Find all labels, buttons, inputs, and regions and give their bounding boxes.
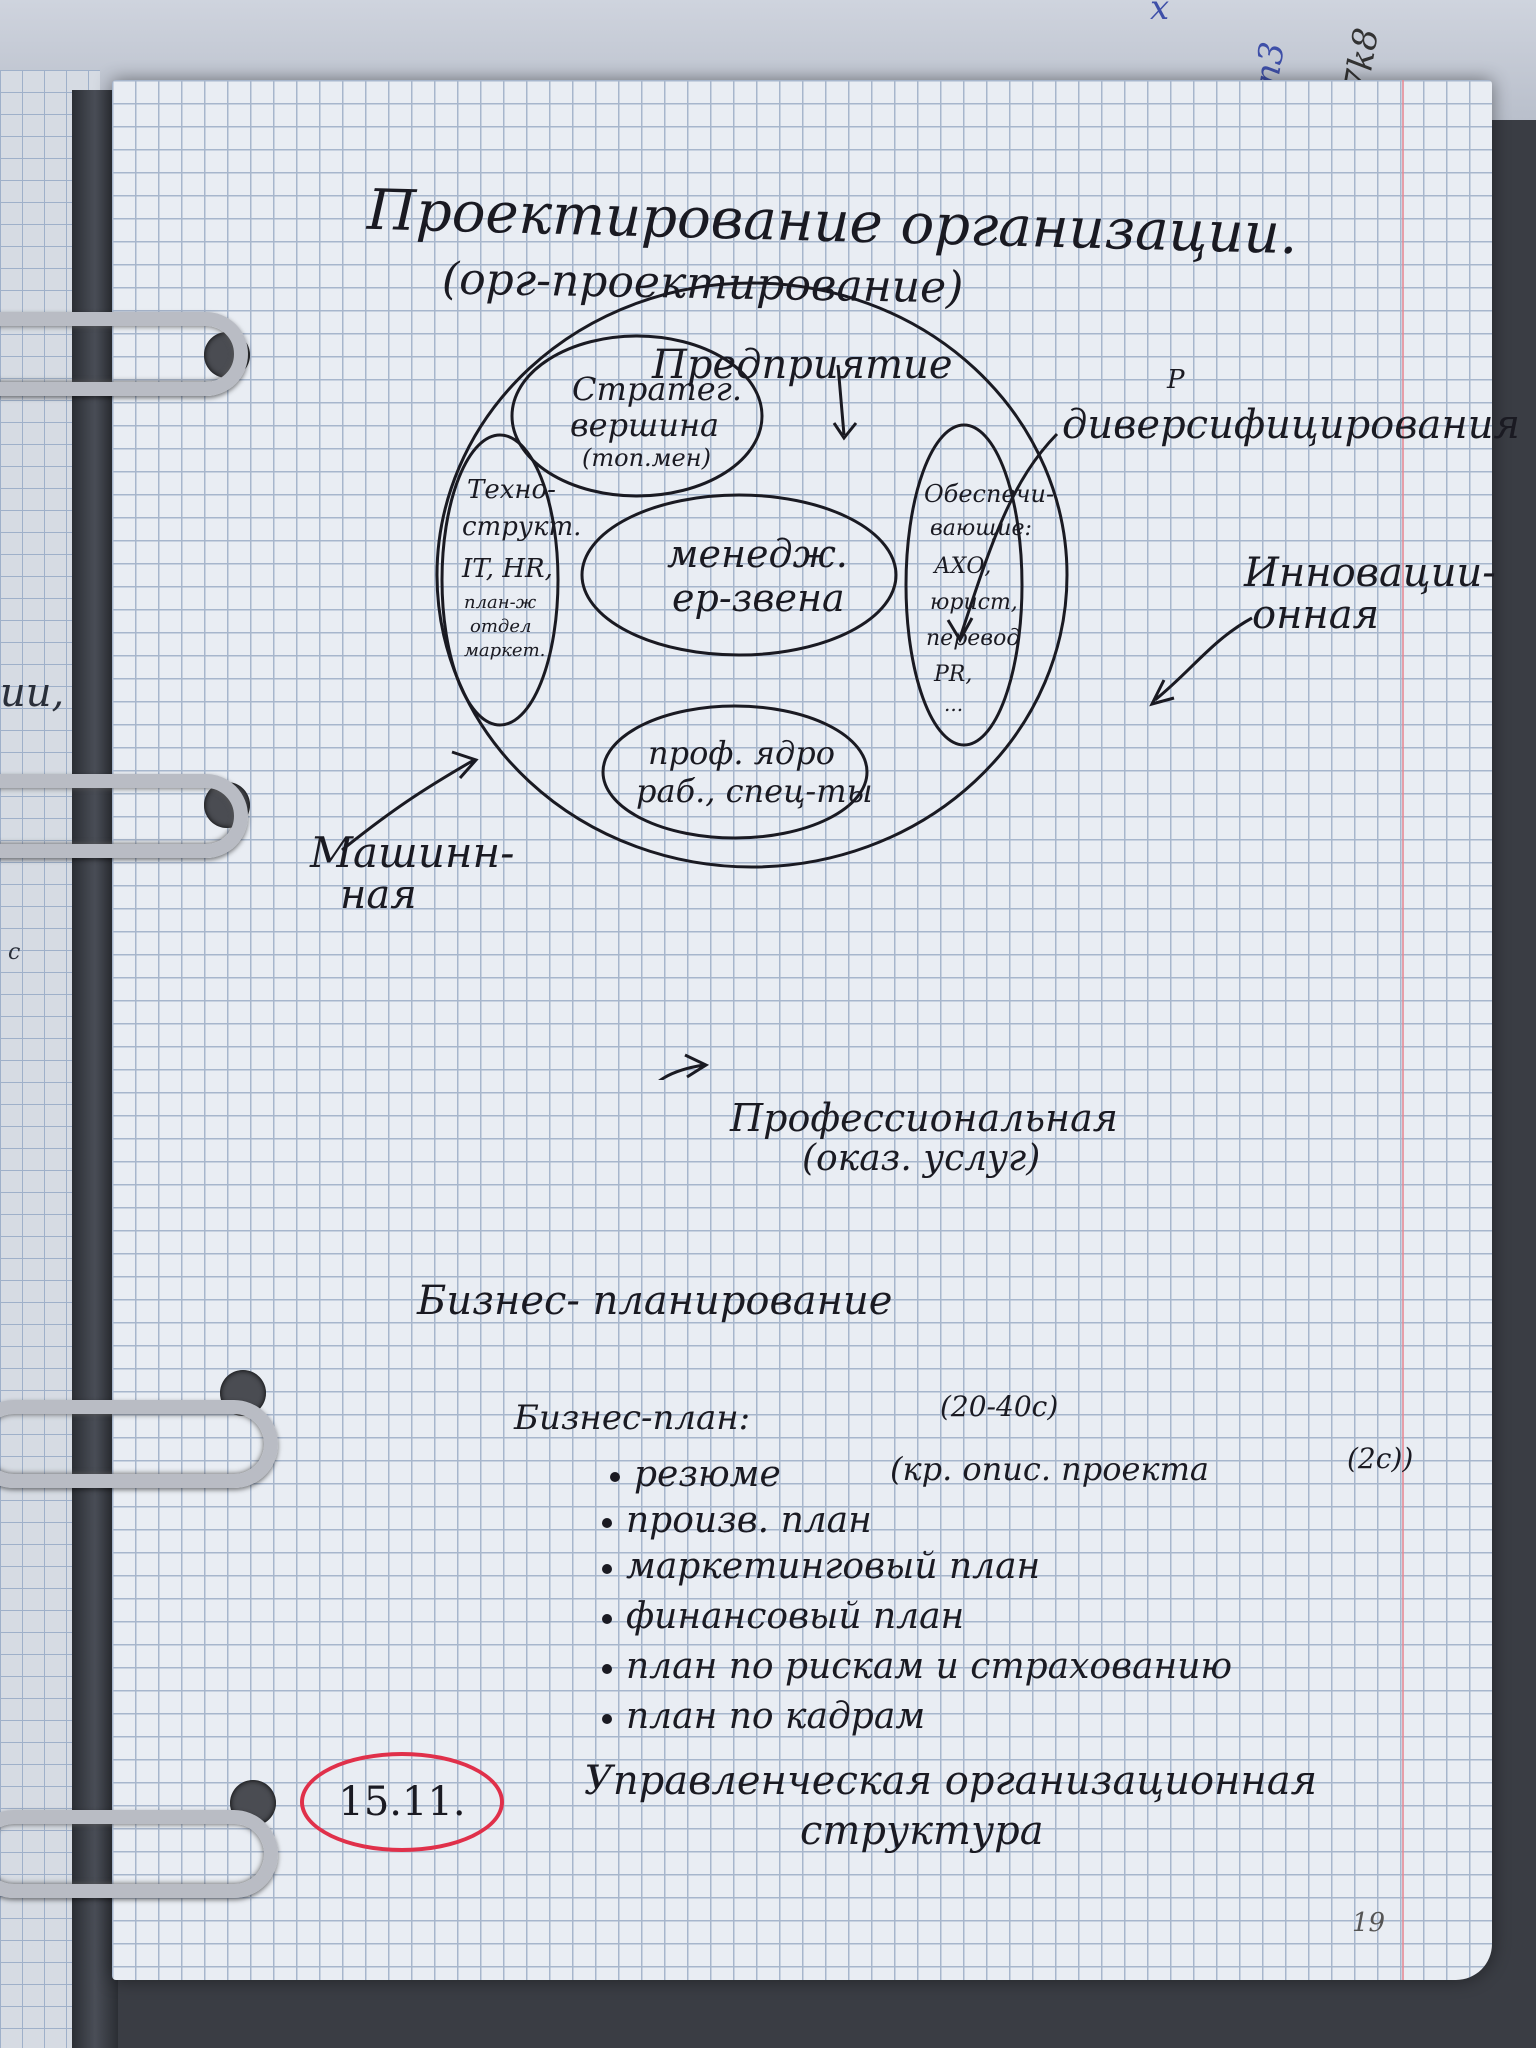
arrow-professional [658,1053,710,1080]
label-diversified: диверсифицирования [1062,402,1520,448]
right-node-text-6: PR, [934,662,973,687]
label-innovative-2: онная [1252,592,1380,638]
business-plan-heading: Бизнес-план: [514,1398,751,1438]
plan-item: маркетинговый план [602,1546,1040,1587]
bullet-icon [610,1472,620,1482]
plan-item-text: резюме [634,1454,781,1495]
label-enterprise: Предприятие [652,342,953,388]
plan-item-note-2: (2с)) [1347,1442,1414,1475]
date-badge: 15.11. [300,1752,504,1852]
bullet-icon [602,1614,612,1624]
label-machine-1: Машинн- [310,828,515,877]
right-node-text-2: вающие: [930,516,1032,541]
footer-heading-line-1: Управленческая организационная [584,1758,1318,1804]
plan-item: план по кадрам [602,1696,925,1737]
operating-core-node [601,704,869,840]
date-text: 15.11. [338,1779,466,1825]
bullet-icon [602,1564,612,1574]
plan-item: план по рискам и страхованию [602,1646,1232,1687]
left-node-text-4: план-ж [464,592,537,613]
left-node-text-1: Техно- [467,475,556,505]
right-node-text-7: ... [944,692,964,716]
binder-ring [0,312,248,396]
left-node-text-3: IT, HR, [462,554,553,584]
plan-item-text: план по кадрам [626,1696,926,1737]
plan-item: произв. план [602,1500,872,1541]
middle-line-node [580,493,898,657]
notebook-page: Проектирование организации. (орг-проекти… [112,80,1520,1980]
plan-item: финансовый план [602,1596,964,1637]
page-margin-line [1402,80,1404,1980]
left-page-fragment: ии, [0,670,65,716]
binder-spine [72,90,118,2048]
organization-outer-circle [435,281,1069,869]
strategic-apex-node [510,334,764,498]
arrow-machine [341,750,479,852]
left-page-fragment: с [8,940,21,965]
center-node-text-1: менедж. [667,532,848,576]
plan-item: резюме [610,1454,781,1495]
bottom-node-text-1: проф. ядро [648,734,835,772]
arrow-innovative [1149,616,1253,707]
label-machine-2: ная [340,872,417,918]
left-node-text-6: маркет. [464,640,546,661]
top-node-text-1: Стратег. [572,370,743,408]
business-plan-pages-note: (20-40с) [940,1390,1059,1423]
right-node-text-1: Обеспечи- [924,480,1055,508]
right-node-text-4: юрист, [930,590,1018,615]
top-node-text-3: (топ.мен) [582,444,711,472]
label-diversified-marker: P [1167,365,1185,395]
right-node-text-3: АХО, [934,554,992,579]
binder-ring [0,774,248,858]
bullet-icon [602,1664,612,1674]
bullet-icon [602,1714,612,1724]
top-node-text-2: вершина [570,406,720,444]
bottom-node-text-2: раб., спец-ты [636,772,873,810]
label-professional-2: (оказ. услуг) [802,1138,1041,1179]
plan-item-text: финансовый план [626,1596,965,1637]
arrow-enterprise [832,364,858,441]
org-structure-diagram [341,281,1253,1080]
plan-item-text: план по рискам и страхованию [626,1646,1233,1687]
bullet-icon [602,1518,612,1528]
page-number: 19 [1352,1908,1386,1938]
plan-item-note: (кр. опис. проекта [890,1450,1209,1488]
right-node-text-5: перевод [926,626,1021,651]
label-innovative-1: Инновации- [1244,550,1496,596]
left-node-text-5: отдел [470,616,532,637]
section-heading: Бизнес- планирование [417,1278,893,1324]
footer-heading-line-2: структура [800,1808,1044,1854]
technostructure-node [440,433,560,727]
binder-ring [0,1810,278,1898]
center-node-text-2: ер-звена [672,576,845,620]
plan-item-text: произв. план [626,1500,872,1541]
under-sheet-mark-x: x [1150,0,1170,28]
plan-item-text: маркетинговый план [626,1546,1041,1587]
support-staff-node [904,423,1024,747]
arrow-diversified [946,432,1059,644]
left-node-text-2: структ. [462,512,582,542]
label-professional-1: Профессиональная [730,1096,1118,1140]
binder-ring [0,1400,278,1488]
